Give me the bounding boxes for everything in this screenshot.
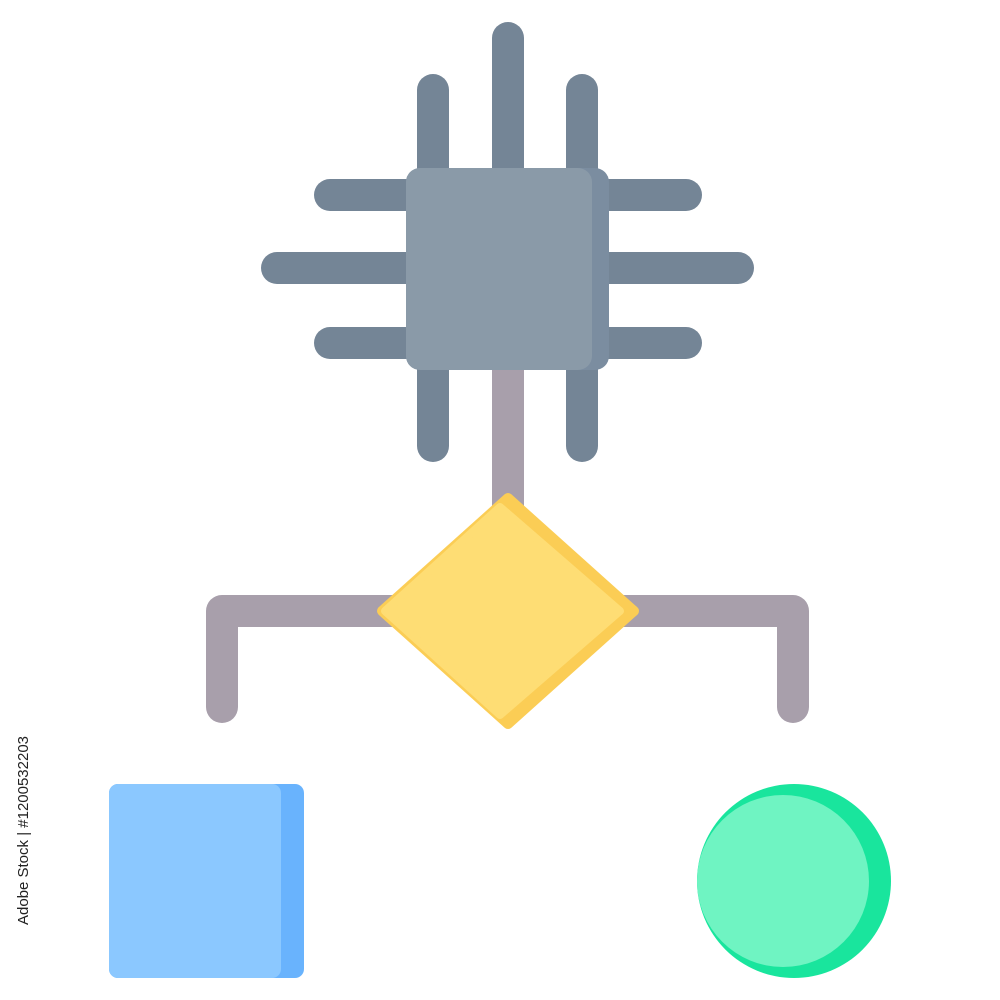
left-branch-line xyxy=(206,595,416,723)
decision-diamond-face xyxy=(381,503,624,719)
chip-pins xyxy=(261,22,754,462)
decision-diamond-icon xyxy=(377,493,639,729)
square-node-face xyxy=(109,784,281,978)
right-branch-line xyxy=(604,595,809,723)
circle-node-face xyxy=(697,795,869,967)
square-node-icon xyxy=(109,784,304,978)
processor-chip-icon xyxy=(261,22,754,462)
circle-node-icon xyxy=(697,784,891,978)
chip-body xyxy=(406,168,592,370)
